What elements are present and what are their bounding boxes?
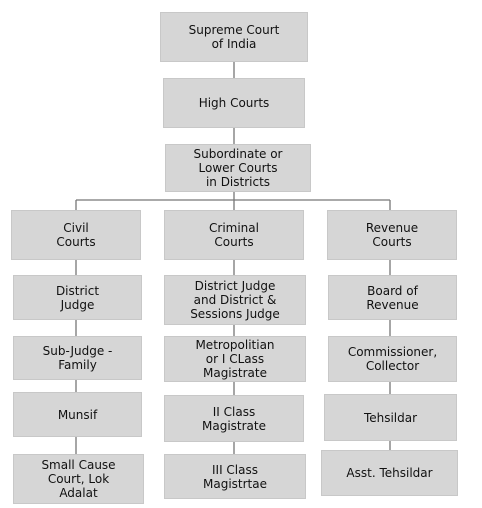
revenue-commissioner-box: Commissioner, Collector: [328, 336, 457, 382]
civil-district-judge-box: District Judge: [13, 275, 142, 320]
criminal-courts-box: Criminal Courts: [164, 210, 304, 260]
high-courts-box: High Courts: [163, 78, 305, 128]
revenue-courts-box: Revenue Courts: [327, 210, 457, 260]
civil-courts-box: Civil Courts: [11, 210, 141, 260]
civil-small-cause-box: Small Cause Court, Lok Adalat: [13, 454, 144, 504]
criminal-third-class-magistrate-box: III Class Magistrtae: [164, 454, 306, 499]
criminal-district-judge-box: District Judge and District & Sessions J…: [164, 275, 306, 325]
civil-munsif-box: Munsif: [13, 392, 142, 437]
revenue-board-box: Board of Revenue: [328, 275, 457, 320]
criminal-first-class-magistrate-box: Metropolitian or I CLass Magistrate: [164, 336, 306, 382]
revenue-asst-tehsildar-box: Asst. Tehsildar: [321, 450, 458, 496]
civil-sub-judge-box: Sub-Judge - Family: [13, 336, 142, 380]
revenue-tehsildar-box: Tehsildar: [324, 394, 457, 441]
supreme-court-box: Supreme Court of India: [160, 12, 308, 62]
criminal-second-class-magistrate-box: II Class Magistrate: [164, 395, 304, 442]
subordinate-courts-box: Subordinate or Lower Courts in Districts: [165, 144, 311, 192]
